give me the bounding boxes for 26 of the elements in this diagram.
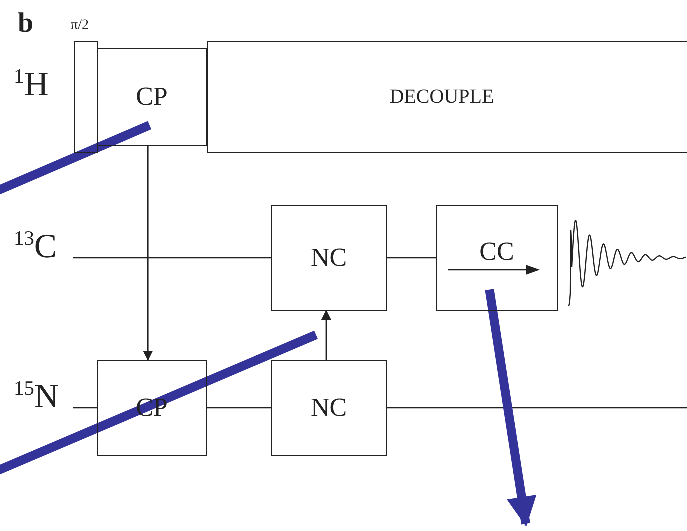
block-label: CP (136, 82, 168, 112)
annotation-line (0, 330, 318, 476)
annotation-line (0, 121, 152, 196)
channel-line (73, 257, 271, 259)
sequence-block (436, 205, 558, 311)
channel-line (73, 407, 97, 409)
sequence-block (97, 48, 207, 146)
sequence-block (271, 360, 387, 456)
block-label: π/2 (71, 18, 89, 34)
channel-line (387, 407, 687, 409)
block-label: CC (480, 237, 514, 267)
channel-label: $^{1}$H (14, 66, 49, 104)
block-label: NC (310, 393, 348, 423)
channel-label: $^{13}$C (14, 228, 58, 266)
channel-label: $^{15}$N (14, 378, 59, 416)
panel-letter: b (18, 8, 34, 40)
channel-line (387, 257, 436, 259)
sequence-block (207, 41, 687, 153)
annotation-arrow (485, 289, 537, 527)
block-label: NC (310, 243, 348, 273)
arrow (321, 310, 332, 360)
sequence-block (271, 205, 387, 311)
channel-line (207, 407, 271, 409)
sequence-block (97, 360, 207, 456)
arrow (143, 146, 154, 361)
block-label: DECOUPLE (390, 86, 494, 108)
